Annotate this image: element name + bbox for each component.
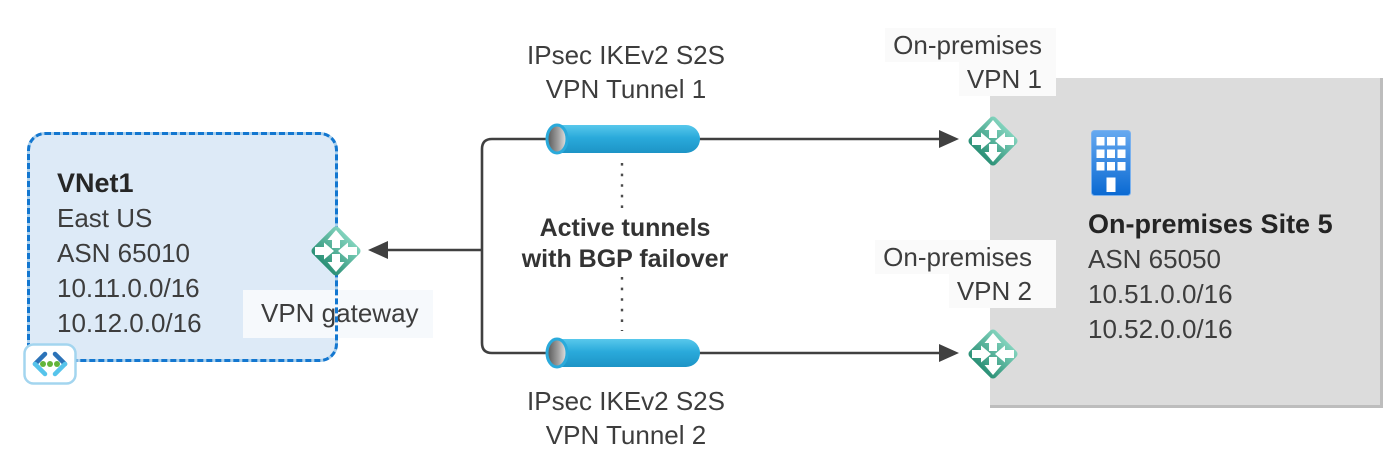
- onprem-site-prefix-2: 10.52.0.0/16: [1088, 314, 1233, 344]
- vnet-region: East US: [57, 203, 153, 233]
- tunnel2-label: IPsec IKEv2 S2S VPN Tunnel 2: [501, 384, 751, 452]
- virtual-network-icon: [23, 343, 77, 385]
- onprem-site-info: On-premises Site 5 ASN 65050 10.51.0.0/1…: [1088, 207, 1333, 347]
- onprem-vpn2-label: On-premises VPN 2: [850, 240, 1056, 308]
- vpn2-arrowhead: [939, 344, 959, 362]
- onprem-site-asn: ASN 65050: [1088, 244, 1221, 274]
- onprem-site-prefix-1: 10.51.0.0/16: [1088, 279, 1233, 309]
- vnet-info: VNet1 East US ASN 65010 10.11.0.0/16 10.…: [57, 166, 202, 341]
- failover-note-line2: with BGP failover: [521, 245, 729, 273]
- tunnel1-label-line1: IPsec IKEv2 S2S: [527, 40, 725, 70]
- vpn1-arrowhead: [939, 130, 959, 148]
- vnet-prefix-2: 10.12.0.0/16: [57, 308, 202, 338]
- failover-note-line1: Active tunnels: [539, 214, 711, 242]
- onprem-vpn2-label-line2: VPN 2: [948, 274, 1056, 308]
- onprem-vpn1-label-line1: On-premises: [885, 28, 1056, 62]
- tunnel1-label-line2: VPN Tunnel 1: [545, 74, 707, 104]
- branch-line: [480, 137, 557, 355]
- onprem-vpn1-label: On-premises VPN 1: [860, 28, 1056, 96]
- tunnel2-label-line2: VPN Tunnel 2: [545, 420, 707, 450]
- onprem-vpn2-label-line1: On-premises: [875, 240, 1056, 274]
- vpn-device-icon: [961, 322, 1025, 386]
- tunnel2-cylinder: [545, 337, 700, 369]
- tunnel1-label: IPsec IKEv2 S2S VPN Tunnel 1: [501, 38, 751, 106]
- gateway-arrowhead: [368, 241, 388, 259]
- tunnel1-cylinder: [545, 123, 700, 155]
- vnet-asn: ASN 65010: [57, 238, 190, 268]
- onprem-vpn1-label-line2: VPN 1: [958, 62, 1056, 96]
- onprem-site-title: On-premises Site 5: [1088, 209, 1333, 239]
- vpn-gateway-icon: [304, 219, 368, 283]
- vnet-prefix-1: 10.11.0.0/16: [57, 273, 200, 303]
- vpn-device-icon: [961, 109, 1025, 173]
- vnet-title: VNet1: [57, 168, 134, 198]
- tunnel2-label-line1: IPsec IKEv2 S2S: [527, 386, 725, 416]
- failover-note: Active tunnels with BGP failover: [495, 213, 755, 275]
- building-icon: [1091, 130, 1131, 196]
